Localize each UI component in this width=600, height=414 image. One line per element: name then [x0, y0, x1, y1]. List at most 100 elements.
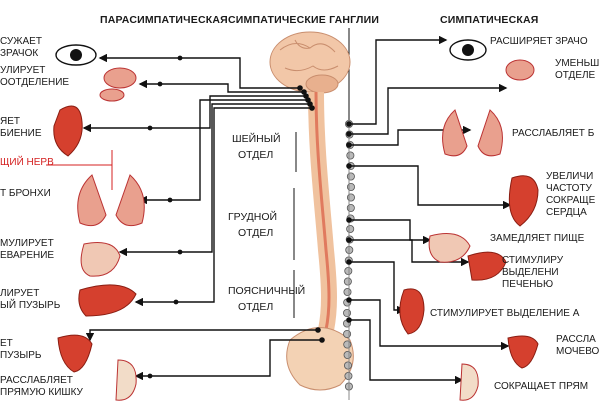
right-label-0-line-0: РАСШИРЯЕТ ЗРАЧО — [490, 36, 588, 47]
ganglion — [344, 266, 353, 275]
symp-path-heart — [349, 165, 512, 210]
para-path-rectum-origin-dot — [319, 337, 325, 343]
right-label-2-line-0: РАССЛАБЛЯЕТ Б — [512, 128, 595, 139]
symp-path-kidney-origin-dot — [346, 259, 352, 265]
cervical-label-1: ШЕЙНЫЙ — [232, 132, 281, 145]
symp-path-rectum — [349, 319, 464, 385]
ganglion — [343, 350, 352, 359]
symp-path-liver-origin-dot — [346, 237, 352, 243]
spinal-cord-illustration — [286, 91, 354, 391]
left-label-2-line-1: БИЕНИЕ — [0, 128, 42, 139]
right-label-7-line-1: МОЧЕВО — [556, 346, 600, 357]
para-path-eye-origin-dot — [297, 85, 303, 91]
left-label-6-line-0: ЕТ — [0, 338, 13, 349]
ganglion — [344, 371, 353, 380]
left-lungs — [77, 174, 145, 227]
ganglia-header: СИМПАТИЧЕСКИЕ ГАНГЛИИ — [228, 14, 379, 26]
left-label-5-line-1: ЫЙ ПУЗЫРЬ — [0, 298, 61, 311]
right-heart — [508, 175, 539, 227]
para-path-bladder-origin-dot — [315, 327, 321, 333]
left-label-6-line-1: ПУЗЫРЬ — [0, 350, 42, 361]
right-liver — [467, 251, 507, 281]
nerve-pathways — [46, 35, 512, 385]
organ-labels: СУЖАЕТЗРАЧОКУЛИРУЕТООТДЕЛЕНИЕЯЕТБИЕНИЕТ … — [0, 36, 600, 398]
para-path-heart — [82, 95, 306, 133]
right-label-4-line-0: ЗАМЕДЛЯЕТ ПИЩЕ — [490, 233, 585, 244]
right-label-3-line-3: СЕРДЦА — [546, 207, 587, 218]
right-label-7-line-0: РАССЛА — [556, 334, 596, 345]
right-rectum — [459, 363, 479, 401]
right-label-1-line-0: УМЕНЬШ — [555, 58, 599, 69]
lumbar-label-2: ОТДЕЛ — [238, 301, 273, 313]
para-path-gallbladder-origin-dot — [309, 105, 315, 111]
symp-path-eye — [349, 35, 448, 125]
left-label-3-line-0: Т БРОНХИ — [0, 188, 51, 199]
para-path-digestion — [118, 103, 310, 257]
right-label-6-line-0: СТИМУЛИРУЕТ ВЫДЕЛЕНИЕ А — [430, 308, 580, 319]
ganglion — [343, 361, 352, 370]
para-ganglion-dot — [177, 249, 183, 255]
ganglion — [346, 193, 355, 202]
para-ganglion-dot — [177, 55, 183, 61]
right-label-8-line-0: СОКРАЩАЕТ ПРЯМ — [494, 381, 588, 392]
para-path-saliva — [138, 79, 304, 93]
cervical-label-2: ОТДЕЛ — [238, 149, 273, 161]
para-path-bronchi — [138, 99, 308, 205]
symp-path-digestion — [349, 219, 432, 245]
left-liver — [78, 284, 137, 317]
right-label-5-line-1: ВЫДЕЛЕНИ — [502, 267, 559, 278]
symp-path-eye-origin-dot — [346, 121, 352, 127]
symp-path-bladder-origin-dot — [346, 297, 352, 303]
symp-path-heart-origin-dot — [346, 163, 352, 169]
para-ganglion-dot — [167, 197, 173, 203]
ganglion — [346, 182, 355, 191]
para-ganglion-dot — [147, 125, 153, 131]
ganglion — [346, 203, 355, 212]
lumbar-label-1: ПОЯСНИЧНЫЙ — [228, 284, 305, 297]
left-rectum — [115, 359, 137, 401]
ganglion — [343, 329, 352, 338]
ganglion — [343, 340, 352, 349]
para-path-eye — [98, 53, 300, 89]
para-ganglion-dot — [173, 299, 179, 305]
left-label-0-line-0: СУЖАЕТ — [0, 36, 42, 47]
para-path-rectum — [134, 339, 322, 381]
sympathetic-header: СИМПАТИЧЕСКАЯ — [440, 14, 539, 26]
right-eye — [449, 39, 487, 61]
ganglion — [343, 277, 352, 286]
right-label-1-line-1: ОТДЕЛЕ — [555, 70, 596, 81]
left-label-4-line-0: МУЛИРУЕТ — [0, 238, 54, 249]
right-lungs — [442, 109, 503, 157]
right-bladder — [507, 335, 539, 369]
parasympathetic-header: ПАРАСИМПАТИЧЕСКАЯ — [100, 14, 228, 26]
ganglion — [346, 151, 355, 160]
symp-path-saliva — [349, 83, 508, 135]
thoracic-label-2: ОТДЕЛ — [238, 227, 273, 239]
left-heart — [53, 105, 83, 157]
right-salivary-glands — [505, 59, 535, 81]
symp-path-bronchi-origin-dot — [346, 142, 352, 148]
left-eye — [55, 44, 97, 66]
symp-path-bladder — [349, 299, 510, 351]
left-salivary-glands — [99, 67, 137, 102]
ganglion — [346, 224, 355, 233]
symp-path-rectum-origin-dot — [346, 317, 352, 323]
right-kidney — [399, 288, 425, 335]
right-label-5-line-2: ПЕЧЕНЬЮ — [502, 279, 553, 290]
left-label-2-line-0: ЯЕТ — [0, 116, 20, 127]
right-label-3-line-0: УВЕЛИЧИ — [546, 171, 593, 182]
thoracic-label-1: ГРУДНОЙ — [228, 210, 277, 223]
left-label-5-line-0: ЛИРУЕТ — [0, 288, 39, 299]
ganglion — [343, 287, 352, 296]
spine-sections: ШЕЙНЫЙ ОТДЕЛ ГРУДНОЙ ОТДЕЛ ПОЯСНИЧНЫЙ ОТ… — [228, 132, 305, 318]
ganglion — [343, 308, 352, 317]
ganglion — [346, 172, 355, 181]
left-label-4-line-1: ЕВАРЕНИЕ — [0, 250, 54, 261]
para-path-gallbladder — [134, 107, 312, 307]
left-stomach — [80, 242, 121, 277]
right-label-3-line-2: СОКРАЩЕ — [546, 195, 596, 206]
vagus-nerve-label: ЩИЙ НЕРВ — [0, 155, 54, 168]
left-label-7-line-1: ПРЯМУЮ КИШКУ — [0, 387, 84, 398]
